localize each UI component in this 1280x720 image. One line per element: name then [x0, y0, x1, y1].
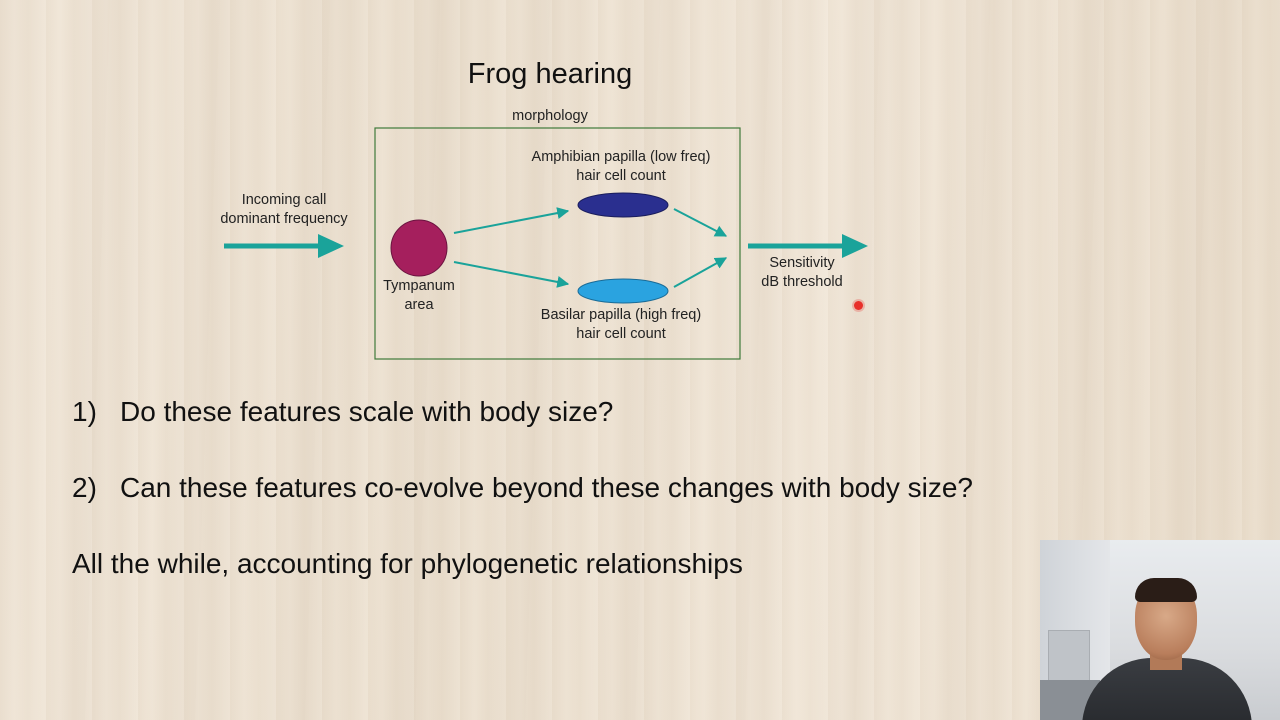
amphibian-to-output-arrow: [673, 208, 728, 237]
question-2-number: 2): [72, 472, 97, 503]
laser-pointer-icon: [854, 301, 863, 310]
tympanum-to-amphibian-arrow: [453, 207, 570, 234]
question-2: 2) Can these features co-evolve beyond th…: [72, 472, 973, 504]
presenter-hair: [1135, 578, 1197, 602]
morphology-label: morphology: [512, 108, 588, 124]
input-label-line2: dominant frequency: [220, 211, 348, 227]
tympanum-label-line2: area: [404, 297, 434, 313]
basilar-label-line1: Basilar papilla (high freq): [540, 307, 702, 323]
question-1-number: 1): [72, 396, 97, 427]
basilar-papilla-ellipse: [577, 278, 669, 304]
tympanum-to-basilar-arrow: [453, 261, 570, 288]
basilar-label-line2: hair cell count: [576, 326, 666, 342]
question-1: 1) Do these features scale with body size…: [72, 396, 613, 428]
basilar-to-output-arrow: [673, 257, 728, 288]
output-label: Sensitivity dB threshold: [742, 254, 862, 292]
input-label-line1: Incoming call: [241, 192, 327, 208]
amphibian-label-line2: hair cell count: [576, 168, 666, 184]
question-2-text: Can these features co-evolve beyond thes…: [120, 472, 973, 503]
output-arrow: [748, 234, 868, 258]
presenter-webcam-icon: [1040, 540, 1280, 720]
morphology-box: [374, 127, 741, 360]
closing-statement: All the while, accounting for phylogenet…: [72, 548, 743, 579]
basilar-papilla-label: Basilar papilla (high freq) hair cell co…: [511, 306, 731, 344]
input-label: Incoming call dominant frequency: [204, 191, 364, 229]
output-label-line1: Sensitivity: [769, 255, 835, 271]
tympanum-circle: [390, 219, 448, 277]
amphibian-papilla-label: Amphibian papilla (low freq) hair cell c…: [511, 148, 731, 186]
amphibian-papilla-ellipse: [577, 192, 669, 218]
tympanum-label: Tympanum area: [364, 277, 474, 315]
slide-title: Frog hearing: [467, 58, 633, 90]
amphibian-label-line1: Amphibian papilla (low freq): [531, 149, 711, 165]
tympanum-label-line1: Tympanum: [383, 278, 455, 294]
input-arrow: [224, 234, 344, 258]
question-1-text: Do these features scale with body size?: [120, 396, 614, 427]
output-label-line2: dB threshold: [761, 274, 843, 290]
